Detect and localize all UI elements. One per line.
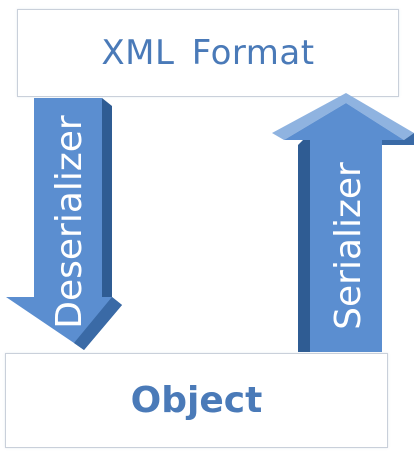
deserializer-arrow-face bbox=[6, 98, 112, 343]
deserializer-arrow-head-shadow bbox=[74, 297, 122, 350]
serializer-arrow-side bbox=[298, 133, 310, 352]
object-label: Object bbox=[130, 380, 263, 421]
serializer-arrow-head-right-bevel bbox=[346, 93, 414, 140]
deserializer-arrow: Deserializer bbox=[6, 98, 122, 350]
xml-format-box: XML Format bbox=[17, 9, 399, 97]
serializer-arrow-label: Serializer bbox=[328, 162, 369, 330]
deserializer-arrow-label: Deserializer bbox=[49, 115, 90, 329]
object-box: Object bbox=[5, 353, 388, 448]
serializer-arrow: Serializer bbox=[272, 93, 414, 352]
xml-format-label: XML Format bbox=[101, 33, 315, 73]
serializer-arrow-head-right-side bbox=[382, 133, 414, 145]
serializer-arrow-head-left-bevel bbox=[272, 93, 346, 140]
serializer-arrow-face bbox=[284, 103, 404, 352]
deserializer-arrow-side bbox=[74, 98, 122, 350]
